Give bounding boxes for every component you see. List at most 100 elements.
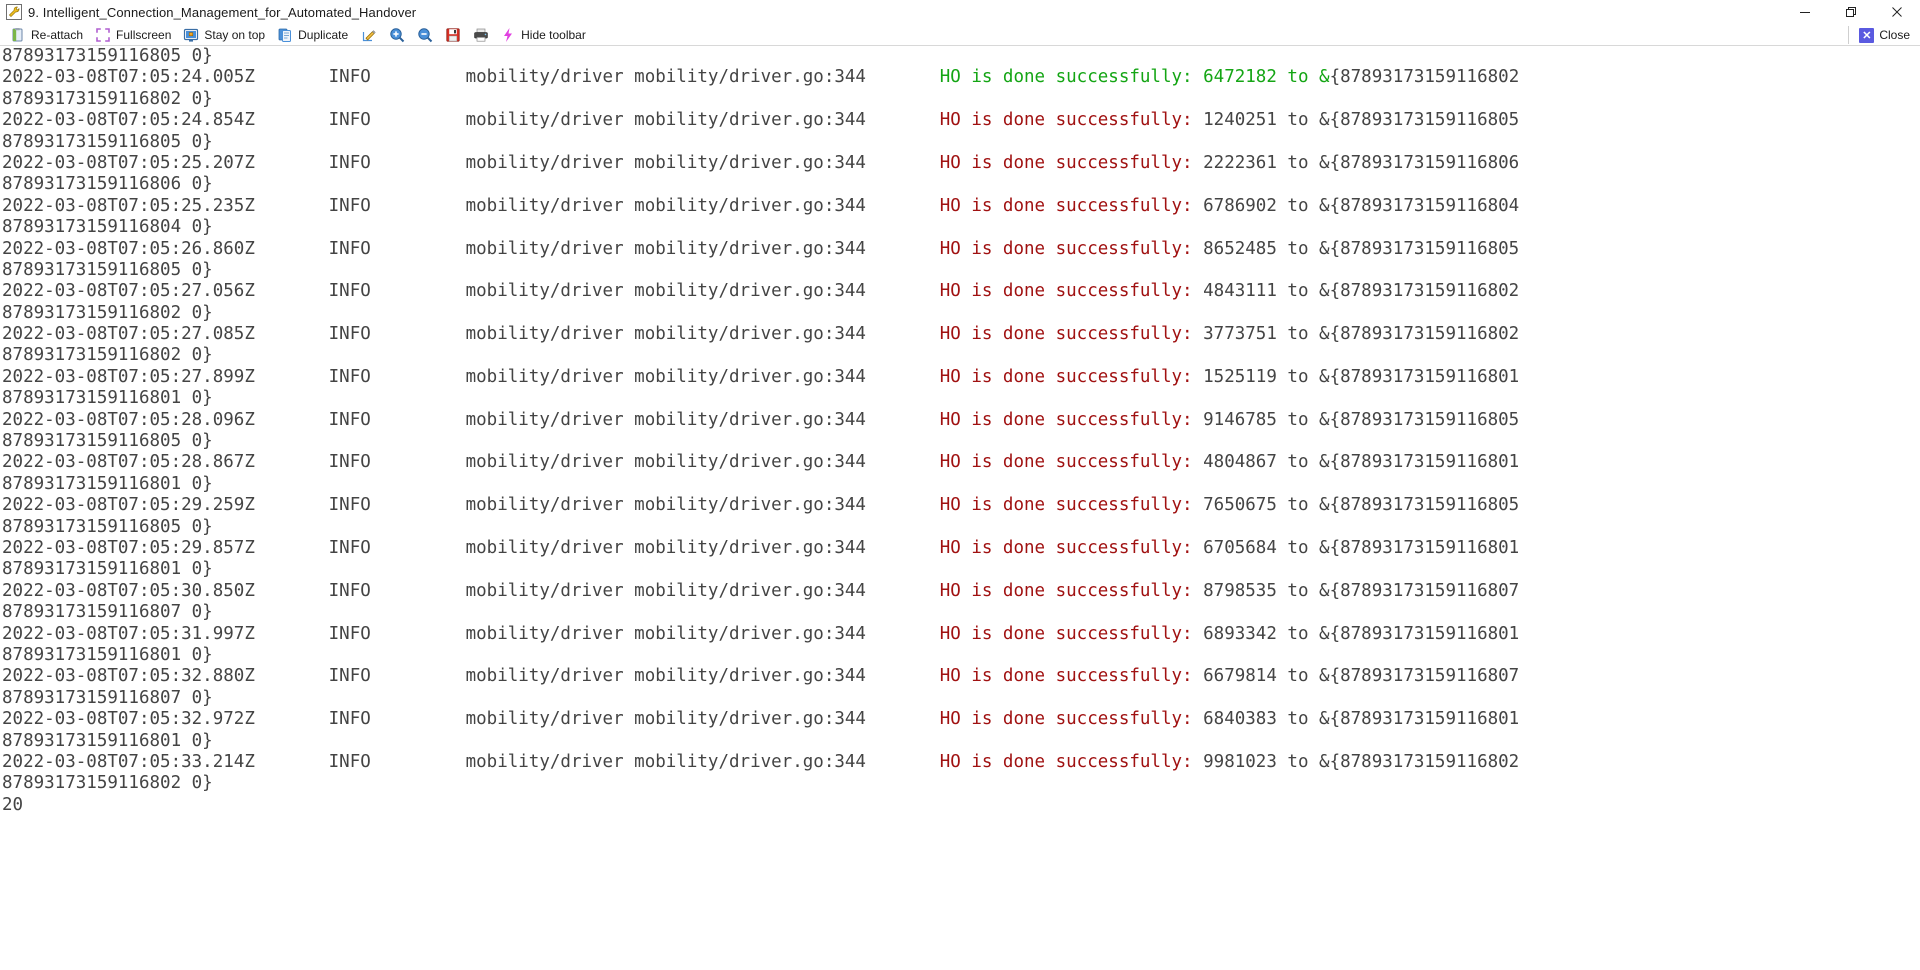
log-timestamp: 2022-03-08T07:05:26.860Z: [2, 238, 329, 259]
log-timestamp: 2022-03-08T07:05:30.850Z: [2, 580, 329, 601]
log-target: &{87893173159116802: [1319, 281, 1520, 302]
log-value: 7650675: [1203, 495, 1288, 516]
log-continuation-text: 87893173159116805 0}: [2, 46, 213, 66]
reattach-icon: [10, 27, 26, 43]
fullscreen-icon: [95, 27, 111, 43]
close-icon[interactable]: [1874, 0, 1920, 24]
log-to-keyword: to: [1287, 495, 1320, 516]
reattach-button[interactable]: Re-attach: [8, 24, 89, 46]
log-target: &{87893173159116801: [1319, 623, 1520, 644]
print-button[interactable]: [470, 24, 496, 46]
maximize-icon[interactable]: [1828, 0, 1874, 24]
log-level: INFO: [328, 152, 466, 173]
log-timestamp: 2022-03-08T07:05:31.997Z: [2, 623, 329, 644]
log-target-amp: &: [1319, 67, 1330, 88]
log-value: 6679814: [1203, 666, 1288, 687]
log-level: INFO: [328, 751, 466, 772]
log-source: mobility/driver mobility/driver.go:344: [465, 537, 940, 558]
log-level: INFO: [328, 666, 466, 687]
log-source: mobility/driver mobility/driver.go:344: [465, 666, 940, 687]
log-message: HO is done successfully:: [939, 281, 1204, 302]
log-source: mobility/driver mobility/driver.go:344: [465, 67, 940, 88]
log-entry-row: 2022-03-08T07:05:25.235Z INFO mobility/d…: [0, 196, 1920, 217]
log-entry-row: 2022-03-08T07:05:33.214Z INFO mobility/d…: [0, 752, 1920, 773]
hide-toolbar-button[interactable]: Hide toolbar: [498, 24, 592, 46]
log-level: INFO: [328, 238, 466, 259]
log-continuation-row: 87893173159116802 0}: [0, 303, 1920, 324]
log-continuation-row: 87893173159116801 0}: [0, 474, 1920, 495]
log-timestamp: 2022-03-08T07:05:27.899Z: [2, 366, 329, 387]
log-continuation-text: 87893173159116802 0}: [2, 773, 213, 794]
log-value: 6472182: [1203, 67, 1288, 88]
log-value: 9981023: [1203, 751, 1288, 772]
fullscreen-label: Fullscreen: [116, 27, 172, 42]
save-icon: [445, 27, 461, 43]
log-to-keyword: to: [1287, 195, 1320, 216]
zoom-in-button[interactable]: [386, 24, 412, 46]
log-continuation-text: 87893173159116805 0}: [2, 431, 213, 452]
log-to-keyword: to: [1287, 537, 1320, 558]
log-target: {87893173159116802: [1329, 67, 1520, 88]
log-continuation-row: 87893173159116802 0}: [0, 345, 1920, 366]
log-target: &{87893173159116805: [1319, 110, 1520, 131]
minimize-icon[interactable]: [1782, 0, 1828, 24]
log-to-keyword: to: [1287, 67, 1320, 88]
log-message: HO is done successfully:: [939, 709, 1204, 730]
log-output-pane[interactable]: 87893173159116805 0} 2022-03-08T07:05:24.…: [0, 46, 1920, 968]
save-button[interactable]: [442, 24, 468, 46]
log-to-keyword: to: [1287, 709, 1320, 730]
log-target: &{87893173159116806: [1319, 152, 1520, 173]
log-message: HO is done successfully:: [939, 324, 1204, 345]
log-level: INFO: [328, 409, 466, 430]
log-continuation-text: 87893173159116801 0}: [2, 559, 213, 580]
log-continuation-row: 87893173159116805 0}: [0, 431, 1920, 452]
log-continuation-row: 87893173159116805 0}: [0, 260, 1920, 281]
log-source: mobility/driver mobility/driver.go:344: [465, 623, 940, 644]
close-button[interactable]: ✕ Close: [1853, 24, 1916, 46]
log-timestamp: 2022-03-08T07:05:24.854Z: [2, 110, 329, 131]
log-to-keyword: to: [1287, 366, 1320, 387]
log-continuation-text: 87893173159116802 0}: [2, 88, 213, 109]
fullscreen-button[interactable]: Fullscreen: [93, 24, 177, 46]
log-value: 9146785: [1203, 409, 1288, 430]
log-message: HO is done successfully:: [939, 452, 1204, 473]
log-message: HO is done successfully:: [939, 110, 1204, 131]
log-to-keyword: to: [1287, 452, 1320, 473]
log-timestamp: 2022-03-08T07:05:29.857Z: [2, 537, 329, 558]
duplicate-button[interactable]: Duplicate: [275, 24, 354, 46]
log-value: 1240251: [1203, 110, 1288, 131]
log-continuation-text: 87893173159116806 0}: [2, 174, 213, 195]
hide-toolbar-label: Hide toolbar: [521, 27, 586, 42]
log-message: HO is done successfully:: [939, 238, 1204, 259]
log-message: HO is done successfully:: [939, 67, 1204, 88]
log-value: 8798535: [1203, 580, 1288, 601]
duplicate-label: Duplicate: [298, 27, 349, 42]
log-timestamp: 2022-03-08T07:05:25.235Z: [2, 195, 329, 216]
log-target: &{87893173159116807: [1319, 666, 1520, 687]
toolbar-right-group: ✕ Close: [1844, 24, 1916, 46]
log-continuation-row: 87893173159116807 0}: [0, 688, 1920, 709]
log-entry-row: 2022-03-08T07:05:28.096Z INFO mobility/d…: [0, 410, 1920, 431]
log-timestamp: 2022-03-08T07:05:27.085Z: [2, 324, 329, 345]
log-continuation-text: 87893173159116805 0}: [2, 259, 213, 280]
lightning-icon: [500, 27, 516, 43]
log-entry-row: 2022-03-08T07:05:25.207Z INFO mobility/d…: [0, 153, 1920, 174]
log-continuation-row: 87893173159116806 0}: [0, 174, 1920, 195]
log-value: 6705684: [1203, 537, 1288, 558]
zoom-out-button[interactable]: [414, 24, 440, 46]
log-level: INFO: [328, 324, 466, 345]
log-to-keyword: to: [1287, 409, 1320, 430]
log-value: 4843111: [1203, 281, 1288, 302]
log-to-keyword: to: [1287, 152, 1320, 173]
edit-button[interactable]: [358, 24, 384, 46]
log-continuation-row: 87893173159116802 0}: [0, 89, 1920, 110]
log-continuation-text: 87893173159116802 0}: [2, 345, 213, 366]
log-to-keyword: to: [1287, 580, 1320, 601]
log-message: HO is done successfully:: [939, 580, 1204, 601]
log-value: 1525119: [1203, 366, 1288, 387]
log-continuation-row: 87893173159116805 0}: [0, 517, 1920, 538]
stay-on-top-button[interactable]: Stay on top: [181, 24, 271, 46]
log-to-keyword: to: [1287, 324, 1320, 345]
log-source: mobility/driver mobility/driver.go:344: [465, 495, 940, 516]
toolbar-divider: [1848, 26, 1850, 44]
